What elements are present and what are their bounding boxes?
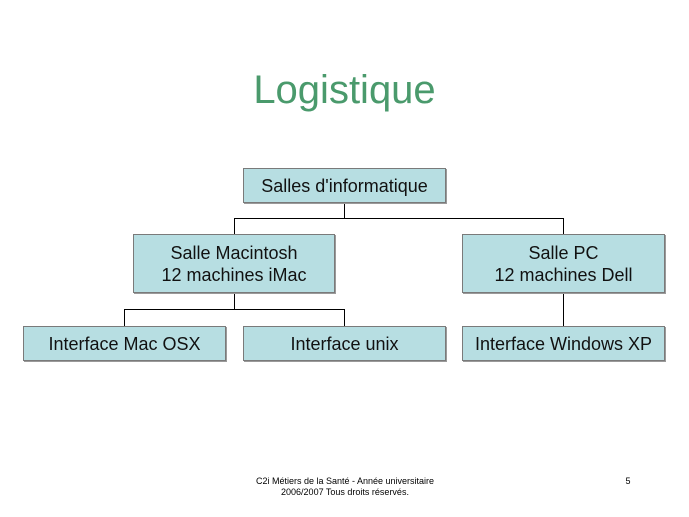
node-label: Interface unix bbox=[290, 333, 399, 354]
node-interface-unix: Interface unix bbox=[243, 326, 446, 361]
connector-unix-up bbox=[344, 309, 345, 326]
connector-root-down bbox=[344, 203, 345, 218]
node-label-line1: Salle PC bbox=[528, 242, 599, 263]
page-number: 5 bbox=[625, 476, 631, 486]
node-label-line2: 12 machines Dell bbox=[494, 264, 633, 285]
connector-osx-up bbox=[124, 309, 125, 326]
node-interface-mac-osx: Interface Mac OSX bbox=[23, 326, 226, 361]
connector-mac-down bbox=[234, 293, 235, 309]
node-label-line2: 12 machines iMac bbox=[161, 264, 307, 285]
connector-mac-up bbox=[234, 218, 235, 234]
footer: C2i Métiers de la Santé - Année universi… bbox=[225, 476, 465, 498]
node-label: Salles d'informatique bbox=[261, 175, 428, 196]
node-salle-macintosh: Salle Macintosh 12 machines iMac bbox=[133, 234, 335, 293]
node-label-line1: Salle Macintosh bbox=[170, 242, 298, 263]
node-label: Interface Mac OSX bbox=[48, 333, 201, 354]
node-salles-informatique: Salles d'informatique bbox=[243, 168, 446, 203]
footer-line2: 2006/2007 Tous droits réservés. bbox=[281, 487, 409, 497]
footer-line1: C2i Métiers de la Santé - Année universi… bbox=[255, 476, 435, 486]
node-label: Interface Windows XP bbox=[474, 333, 653, 354]
connector-level2-bar bbox=[234, 218, 564, 219]
node-salle-pc: Salle PC 12 machines Dell bbox=[462, 234, 665, 293]
slide-title: Logistique bbox=[253, 68, 436, 112]
connector-pc-down bbox=[563, 293, 564, 326]
connector-mac-bar bbox=[124, 309, 345, 310]
connector-pc-up bbox=[563, 218, 564, 234]
node-interface-windows-xp: Interface Windows XP bbox=[462, 326, 665, 361]
